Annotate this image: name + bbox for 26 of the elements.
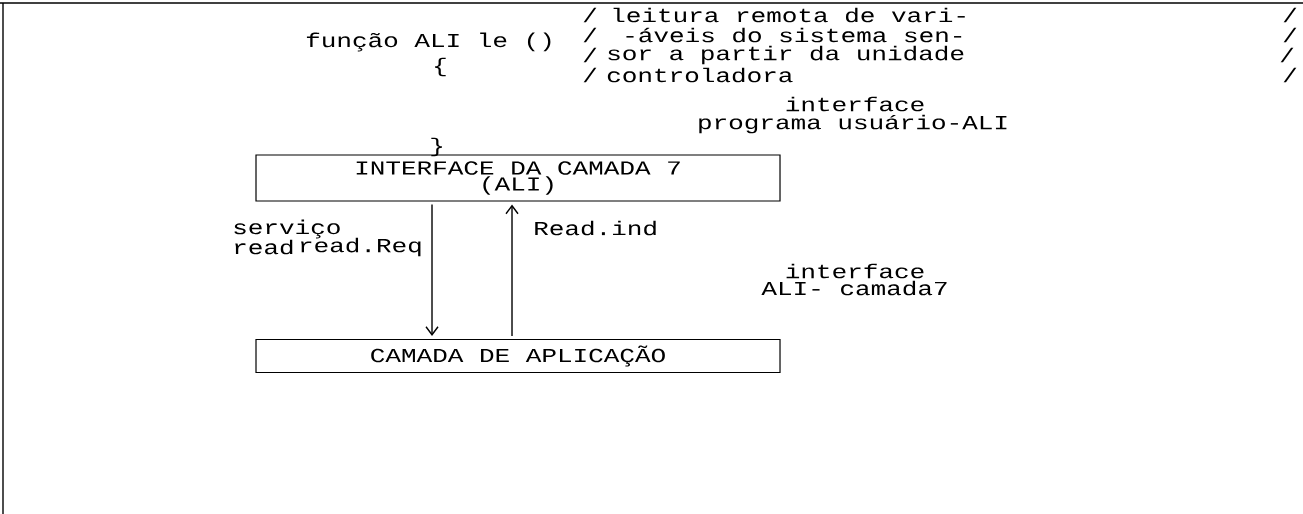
comment-delimiter: / [1283, 27, 1297, 43]
edge-label: read.Req [297, 236, 424, 258]
comment-text: sor a partir da unidade [608, 45, 964, 65]
comment-delimiter: / [1283, 7, 1297, 23]
interface-label: interface [786, 96, 924, 112]
layer-box: CAMADA DE APLICAÇÃO [255, 338, 781, 374]
comment-delimiter: / [583, 7, 597, 23]
brace: { [435, 57, 446, 77]
comment-delimiter: / [583, 67, 597, 83]
comment-delimiter: / [1283, 67, 1297, 83]
interface-label: programa usuário-ALI [699, 114, 1007, 134]
comment-delimiter: / [583, 47, 597, 63]
service-label: read [235, 239, 293, 255]
brace: } [431, 137, 442, 157]
comment-delimiter: / [1280, 47, 1294, 63]
function-header: função ALI le () [306, 32, 551, 52]
edge-label: Read.ind [532, 219, 660, 237]
interface-label: ALI- camada7 [761, 280, 947, 296]
arrow [425, 326, 439, 336]
comment-text: controladora [607, 67, 793, 83]
comment-text: leitura remota de vari- [613, 7, 965, 23]
arrow [505, 204, 519, 215]
service-label: serviço [234, 219, 340, 239]
comment-delimiter: / [583, 27, 597, 43]
comment-text: -áveis do sistema sen- [626, 27, 962, 43]
interface-label: interface [786, 263, 924, 279]
